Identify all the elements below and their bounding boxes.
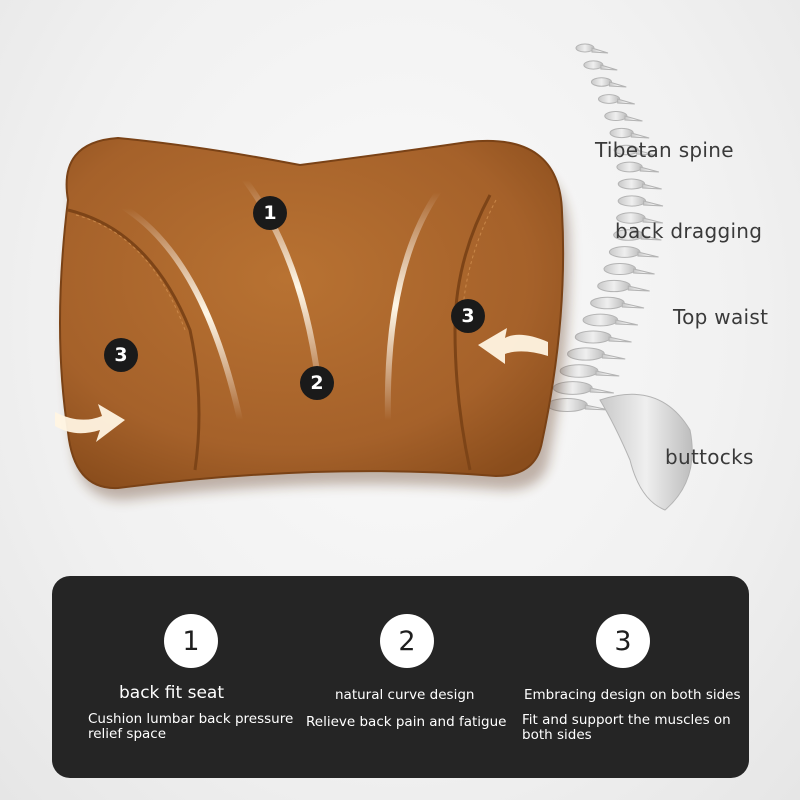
cushion-body — [59, 136, 565, 490]
vertebra-shape — [616, 161, 643, 173]
feature-description: Cushion lumbar back pressure relief spac… — [88, 711, 294, 742]
vertebra-process-shape — [637, 251, 659, 258]
vertebra-process-shape — [601, 353, 626, 360]
spine-illustration — [546, 43, 693, 511]
vertebra-process-shape — [617, 98, 635, 105]
vertebra-process-shape — [630, 132, 650, 139]
lumbar-cushion-illustration — [55, 136, 570, 500]
vertebra-process-shape — [640, 234, 662, 241]
feature-description: Fit and support the muscles on both side… — [522, 712, 731, 743]
spine-label-upper: Tibetan spine — [595, 138, 734, 162]
vertebra-process-shape — [627, 285, 650, 292]
feature-number-badge: 2 — [380, 614, 434, 668]
vertebra-process-shape — [584, 404, 610, 411]
spine-label-upper-middle: back dragging — [615, 219, 763, 243]
right-arrow-icon — [478, 328, 548, 364]
vertebra-shape — [604, 111, 628, 121]
vertebra-process-shape — [595, 370, 620, 377]
vertebra-process-shape — [642, 217, 664, 224]
left-glow-curve — [122, 205, 243, 423]
left-arrow-icon — [55, 404, 125, 442]
vertebra-process-shape — [621, 302, 645, 309]
vertebra-shape — [613, 144, 639, 156]
vertebra-process-shape — [635, 149, 655, 156]
feature-number-badge: 3 — [596, 614, 650, 668]
vertebra-shape — [590, 77, 613, 87]
marker-top-center: 1 — [253, 196, 287, 230]
vertebra-process-shape — [589, 387, 614, 394]
marker-left-side: 3 — [104, 338, 138, 372]
feature-title: back fit seat — [119, 683, 224, 703]
vertebra-process-shape — [615, 319, 638, 326]
sacrum-shape — [599, 393, 693, 511]
spine-label-middle: Top waist — [673, 305, 769, 329]
marker-lower-center: 2 — [300, 366, 334, 400]
vertebra-process-shape — [639, 166, 660, 173]
right-glow-curve — [384, 189, 441, 423]
vertebra-process-shape — [600, 64, 618, 71]
marker-right-side: 3 — [451, 299, 485, 333]
features-panel: 1 back fit seat Cushion lumbar back pres… — [52, 576, 749, 778]
feature-title: Embracing design on both sides — [524, 687, 741, 703]
product-scene: 1 2 3 3 Tibetan spine back dragging Top … — [55, 43, 769, 511]
vertebra-process-shape — [642, 183, 662, 190]
feature-description: Relieve back pain and fatigue — [306, 714, 507, 730]
vertebra-shape — [617, 178, 646, 190]
spine-label-lower: buttocks — [665, 445, 754, 469]
vertebra-process-shape — [591, 47, 609, 54]
vertebra-process-shape — [643, 200, 664, 207]
vertebra-shape — [597, 94, 621, 104]
vertebra-process-shape — [624, 115, 643, 122]
feature-title: natural curve design — [335, 687, 475, 703]
feature-number-badge: 1 — [164, 614, 218, 668]
vertebra-process-shape — [609, 81, 627, 88]
vertebra-shape — [575, 43, 595, 53]
vertebra-shape — [609, 127, 634, 139]
vertebra-process-shape — [633, 268, 655, 275]
vertebra-shape — [583, 60, 604, 70]
vertebra-process-shape — [608, 336, 632, 343]
